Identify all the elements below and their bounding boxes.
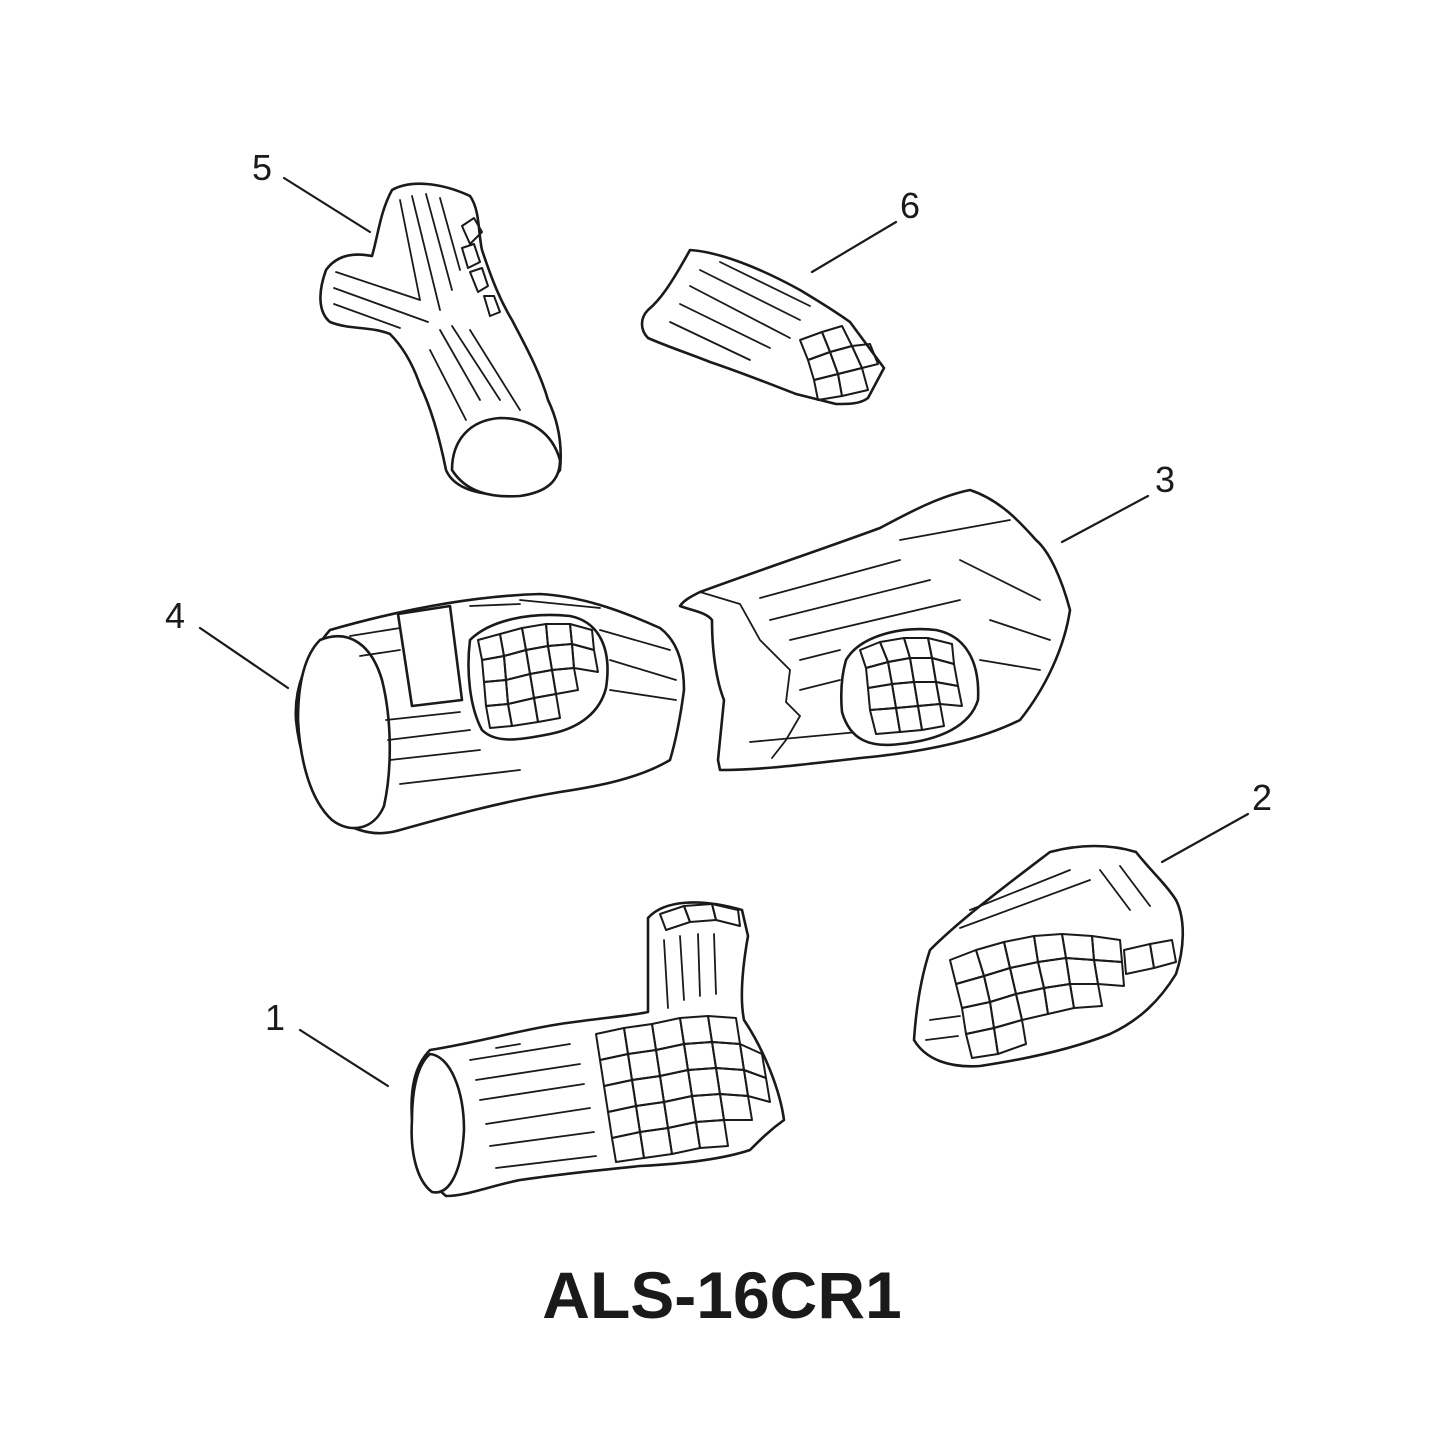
log-5-bark-lines	[333, 193, 521, 421]
log-4	[294, 592, 686, 835]
log-6-bark-lines	[669, 261, 811, 361]
model-title: ALS-16CR1	[542, 1258, 901, 1332]
leader-line-5	[282, 176, 372, 234]
log-4-square-recess	[396, 604, 464, 708]
leader-line-4	[198, 626, 290, 690]
leader-line-6	[810, 220, 898, 274]
part-number-4: 4	[165, 595, 185, 636]
log-2-char-pattern	[949, 933, 1177, 1059]
part-number-1: 1	[265, 997, 285, 1038]
leader-line-3	[1060, 494, 1150, 544]
log-4-bark-lines	[349, 599, 677, 785]
log-5	[319, 182, 562, 498]
log-3-bark-lines	[749, 519, 1051, 743]
leader-line-2	[1160, 812, 1250, 864]
log-2-bark-lines	[925, 865, 1151, 1041]
leader-line-1	[298, 1028, 390, 1088]
log-6	[640, 248, 886, 406]
log-1-bark-lines	[469, 1043, 597, 1169]
log-1-char-pattern	[595, 1015, 771, 1163]
part-number-5: 5	[252, 147, 272, 188]
log-1-top-branch-bark	[659, 903, 741, 1009]
log-1	[410, 901, 786, 1198]
part-number-6: 6	[900, 185, 920, 226]
part-number-2: 2	[1252, 777, 1272, 818]
log-3	[678, 488, 1072, 772]
log-4-char-pattern	[467, 613, 609, 741]
log-6-char-pattern	[799, 325, 879, 401]
part-number-3: 3	[1155, 459, 1175, 500]
log-5-char-pattern	[461, 217, 501, 317]
log-3-char-pattern	[839, 627, 980, 747]
log-2	[912, 844, 1185, 1068]
